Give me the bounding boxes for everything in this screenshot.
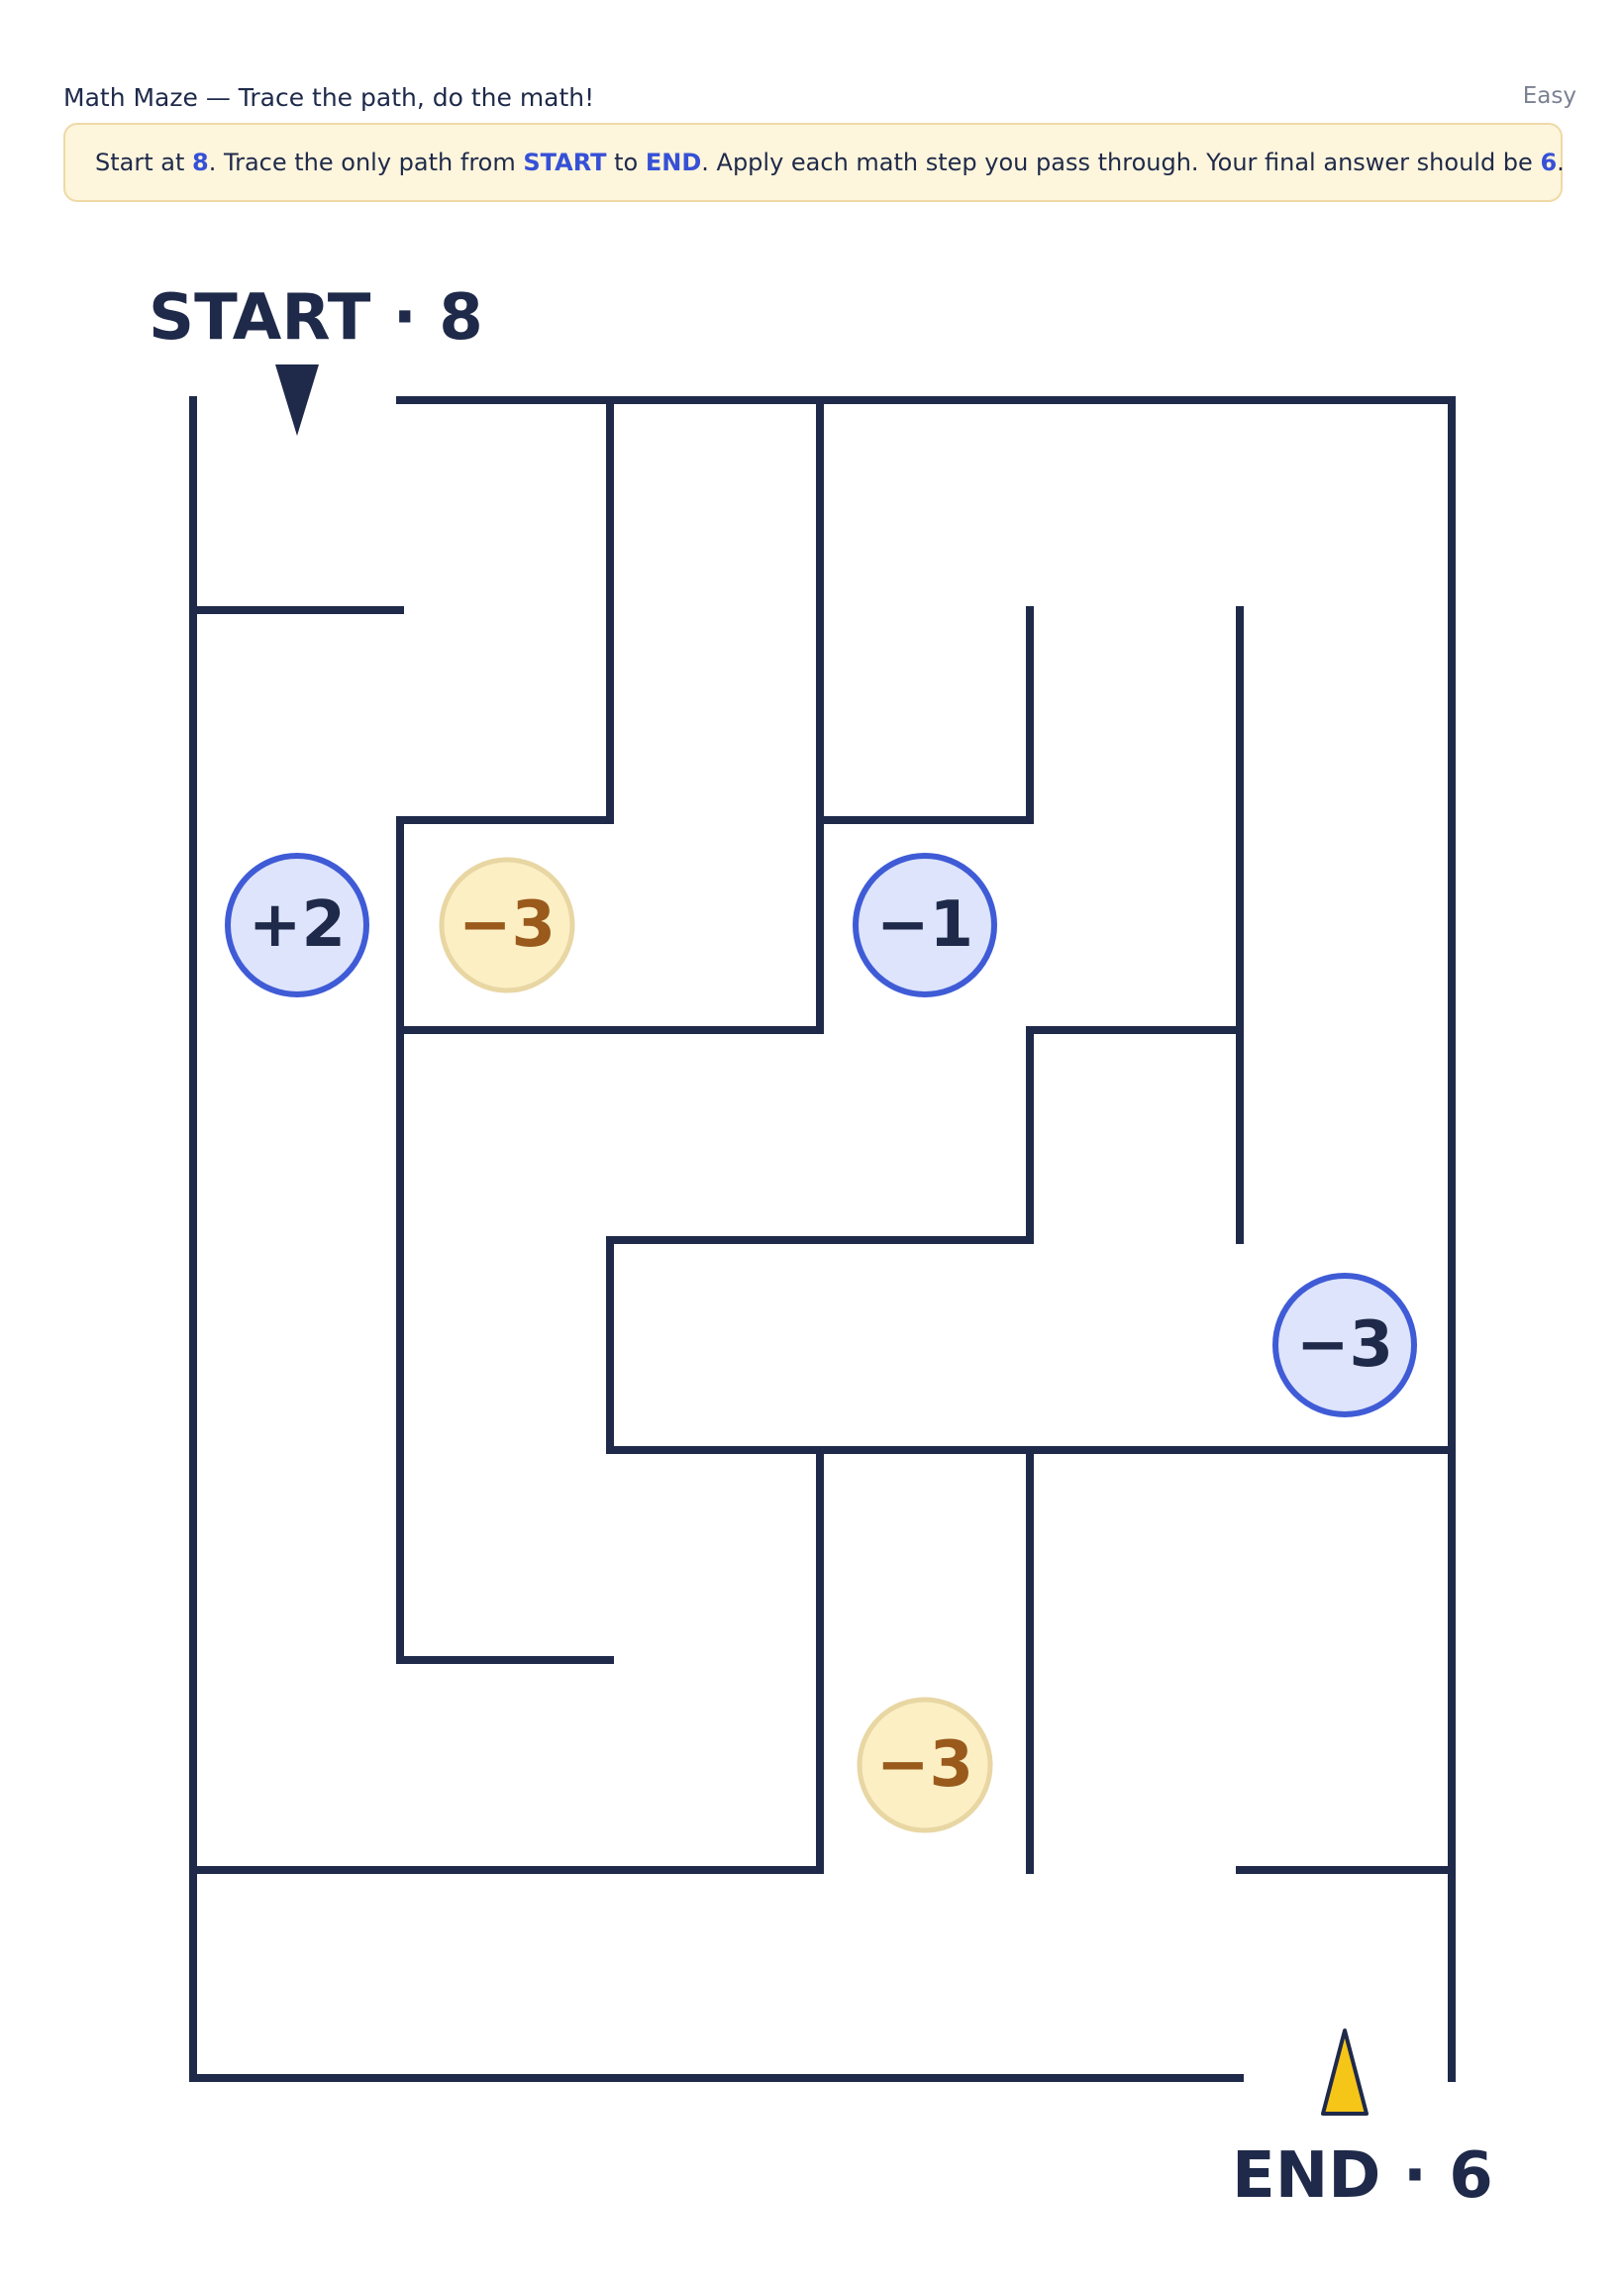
- instructions-text: Start at 8. Trace the only path from STA…: [95, 149, 1565, 176]
- step-label: −3: [458, 888, 556, 962]
- step-plus-2: +2: [225, 853, 369, 997]
- end-label: END · 6: [1232, 2139, 1493, 2213]
- start-arrow-icon: [275, 364, 319, 436]
- start-value: 8: [192, 149, 209, 176]
- end-word: END: [645, 149, 702, 176]
- difficulty-label: Easy: [1522, 83, 1576, 109]
- final-value: 6: [1540, 149, 1558, 176]
- step-label: −3: [1296, 1308, 1393, 1382]
- start-word: START: [523, 149, 607, 176]
- step-label: +2: [249, 888, 346, 962]
- end-arrow-icon: [1321, 2028, 1369, 2116]
- instructions-box: Start at 8. Trace the only path from STA…: [63, 123, 1565, 202]
- step-label: −1: [876, 888, 973, 962]
- start-label: START · 8: [149, 281, 483, 355]
- step-minus-3-gold-lower: −3: [857, 1697, 993, 1833]
- step-circle: [1272, 1273, 1417, 1417]
- step-minus-3-gold-upper: −3: [439, 857, 575, 993]
- step-circle: [853, 853, 997, 997]
- step-circle: [225, 853, 369, 997]
- step-label: −3: [876, 1728, 973, 1802]
- step-minus-1: −1: [853, 853, 997, 997]
- step-minus-3-blue: −3: [1272, 1273, 1417, 1417]
- step-circle: [857, 1697, 993, 1833]
- page-title: Math Maze — Trace the path, do the math!: [63, 83, 595, 112]
- step-circle: [439, 857, 575, 993]
- maze-walls: [189, 396, 1456, 2082]
